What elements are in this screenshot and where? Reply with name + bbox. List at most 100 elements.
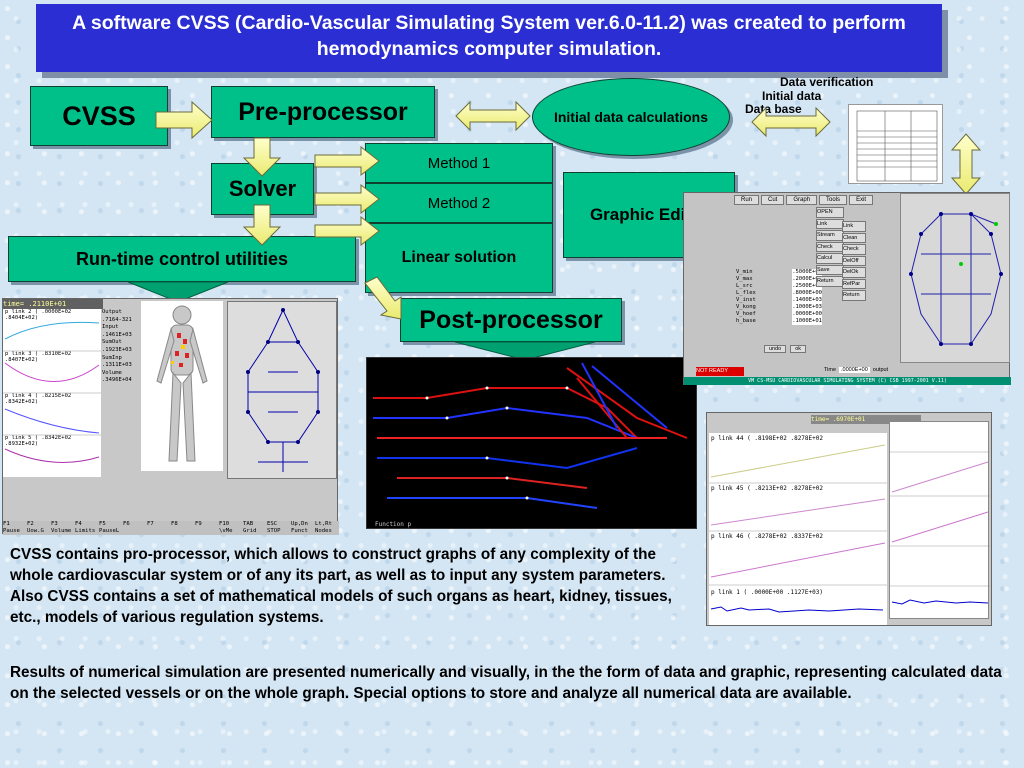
graphs-time: time= .6970E+01	[811, 415, 921, 424]
arrow-pre-calc	[455, 100, 531, 132]
fname: Pause	[3, 528, 20, 534]
menu-item[interactable]: Run	[734, 195, 760, 205]
fname: Nodes	[315, 528, 332, 534]
editor-graph	[900, 193, 1010, 363]
param-value[interactable]: .0000E+00	[792, 311, 822, 318]
post-vessel-map	[373, 362, 688, 509]
param-value[interactable]: .1000E+03	[792, 304, 822, 311]
table-grid	[856, 110, 938, 182]
method2-box: Method 2	[365, 183, 553, 223]
menu-item[interactable]: Graph	[786, 195, 818, 205]
method2-label: Method 2	[427, 194, 491, 212]
editor-buttons-2: Link Clean Check DelOff DelOk RefPar Ret…	[842, 221, 866, 302]
fname: Grid	[243, 528, 257, 534]
fkey[interactable]: F1	[3, 521, 10, 527]
fname	[123, 528, 147, 535]
fkey[interactable]: F10	[219, 521, 230, 527]
undo-button[interactable]: undo	[764, 345, 787, 353]
editor-button[interactable]: Link	[842, 221, 866, 232]
menu-item[interactable]: Exit	[849, 195, 874, 205]
runtime-label: Run-time control utilities	[75, 248, 288, 269]
arrow-pre-solver	[242, 137, 282, 177]
menu-item[interactable]: Cut	[761, 195, 785, 205]
data-base-label: Data base	[745, 102, 802, 116]
graph-curves	[709, 444, 887, 613]
param-value[interactable]: .1000E+01	[792, 318, 822, 325]
param-name: V_min	[736, 269, 753, 275]
data-verification-label: Data verification	[780, 75, 874, 89]
side-value: SumInp	[102, 354, 122, 361]
menu-item[interactable]: Tools	[819, 195, 848, 205]
editor-button[interactable]: OPEN	[816, 207, 844, 218]
side-value: .7164-321	[102, 316, 132, 323]
output-label: output	[872, 367, 889, 373]
editor-button[interactable]: Link	[816, 218, 844, 229]
fname: Volume	[51, 528, 72, 534]
editor-menu: Run Cut Graph Tools Exit	[734, 195, 874, 205]
fkey[interactable]: F4	[75, 521, 82, 527]
editor-button[interactable]: DelOff	[842, 255, 866, 266]
linear-solution-label: Linear solution	[401, 249, 517, 266]
side-value: .1923E+03	[102, 346, 132, 353]
param-name: V_max	[736, 276, 753, 282]
param-value[interactable]: .2500E+00	[792, 283, 822, 290]
param-row: L_flex.8000E+00	[736, 290, 822, 297]
runtime-graph	[227, 301, 337, 479]
paragraph-1: CVSS contains pro-processor, which allow…	[10, 546, 672, 626]
fkey[interactable]: ESC	[267, 521, 278, 527]
post-footer: Function p	[375, 521, 412, 528]
editor-button[interactable]: Return	[842, 290, 866, 301]
side-value: Volume	[102, 369, 122, 376]
editor-button[interactable]: Stream	[816, 230, 844, 241]
editor-button[interactable]: Return	[816, 276, 844, 287]
side-value: Output	[102, 309, 122, 315]
param-value[interactable]: .5000E+02	[792, 269, 822, 276]
param-row: h_base.1000E+01	[736, 318, 822, 325]
arrow-solver-m1	[314, 145, 380, 177]
fname: \vMe	[219, 528, 233, 534]
side-value: Input	[102, 324, 119, 331]
arrow-solver-linear	[314, 215, 380, 247]
cvss-box: CVSS	[30, 86, 168, 146]
fkey[interactable]: Up,Dn	[291, 521, 308, 527]
fkey[interactable]: F8	[171, 521, 178, 527]
editor-status: NOT READY	[696, 367, 744, 376]
arrow-linear-post	[364, 276, 402, 320]
initial-data-label: Initial data	[762, 89, 822, 103]
ok-button[interactable]: ok	[790, 345, 807, 353]
plot-label: p link 2 ( .0000E+02 .8404E+02)	[5, 309, 72, 321]
fkey[interactable]: F2	[27, 521, 34, 527]
graphs-panel-right	[889, 421, 990, 619]
fname: STOP	[267, 528, 281, 534]
fkey[interactable]: F7	[147, 521, 154, 527]
editor-button[interactable]: Clean	[842, 232, 866, 243]
fkey[interactable]: F5	[99, 521, 106, 527]
fname	[147, 528, 171, 535]
fkey[interactable]: TAB	[243, 521, 254, 527]
fkey[interactable]: F3	[51, 521, 58, 527]
linear-solution-box: Linear solution	[365, 223, 553, 293]
function-key-bar: F1 F2 F3 F4 F5 F6 F7 F8 F9 F10 TAB ESC Up,Dn Lt,Rt Pa…	[3, 521, 339, 535]
fname: Funct	[291, 528, 308, 534]
graphs-screenshot: time= .6970E+01 p link 44 ( .8198E+02 .8…	[706, 412, 992, 626]
plot-label: p link 46 ( .8278E+02 .8337E+02	[711, 533, 823, 540]
param-value[interactable]: .8000E+00	[792, 290, 822, 297]
param-row: V_kong.1000E+03	[736, 304, 822, 311]
param-row: V_max .2000E+03	[736, 276, 822, 283]
editor-button[interactable]: Save	[816, 264, 844, 275]
param-value[interactable]: .2000E+03	[792, 276, 822, 283]
param-value[interactable]: .1400E+03	[792, 297, 822, 304]
fkey[interactable]: Lt,Rt	[315, 521, 332, 527]
fkey[interactable]: F6	[123, 521, 130, 527]
fkey[interactable]: F9	[195, 521, 202, 527]
editor-button[interactable]: Check	[816, 241, 844, 252]
editor-button[interactable]: Calcul	[816, 253, 844, 264]
editor-button[interactable]: DelOk	[842, 267, 866, 278]
editor-buttons: OPEN Link Stream Check Calcul Save Retur…	[816, 207, 844, 288]
preprocessor-label: Pre-processor	[238, 97, 408, 126]
editor-vessel-graph	[909, 212, 1003, 346]
editor-button[interactable]: Check	[842, 244, 866, 255]
editor-button[interactable]: RefPar	[842, 278, 866, 289]
data-base-table	[848, 104, 943, 184]
